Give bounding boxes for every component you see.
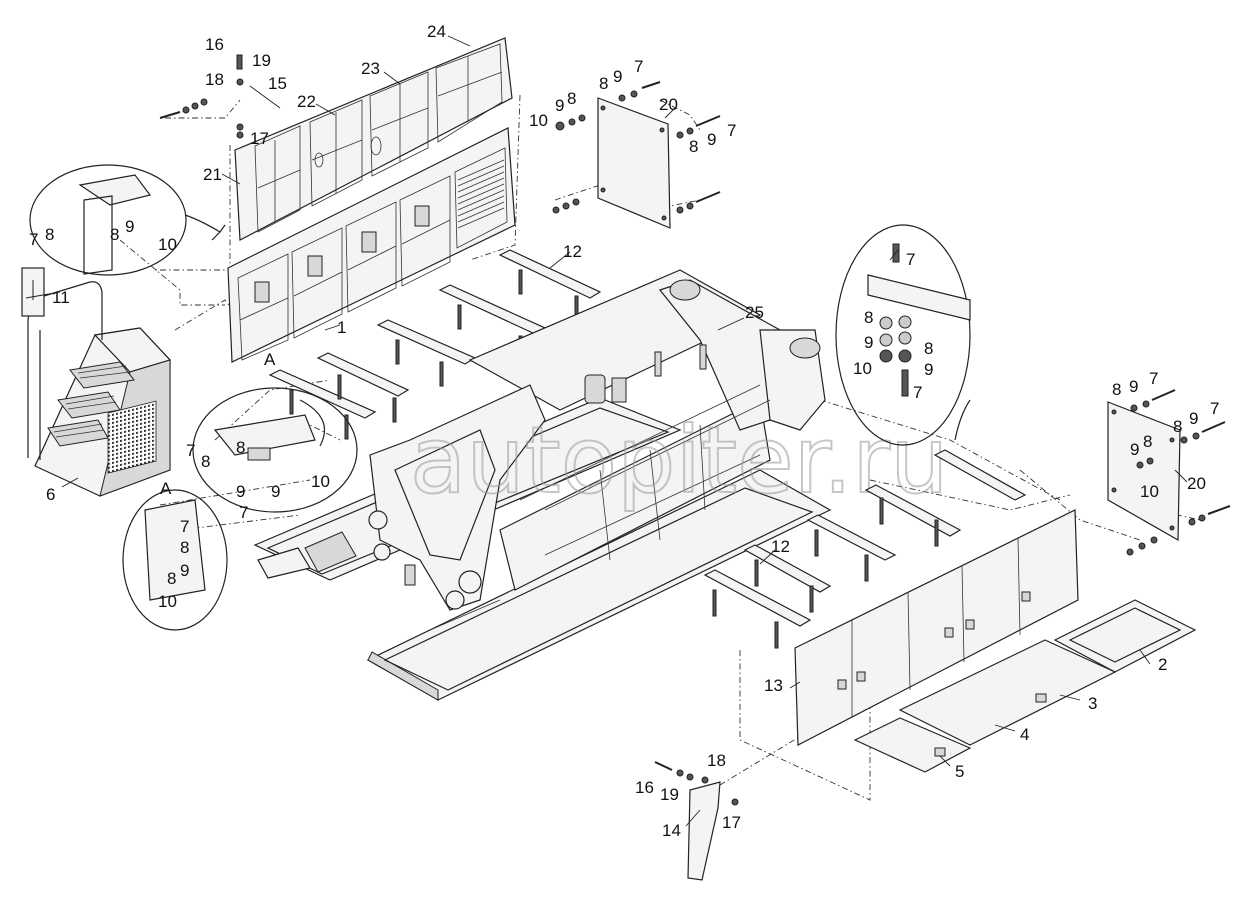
watermark-text: autopiter.ru: [410, 407, 948, 514]
callout-9: 9: [1189, 409, 1198, 428]
callout-8: 8: [45, 225, 54, 244]
callout-9: 9: [864, 333, 873, 352]
callout-8: 8: [201, 452, 210, 471]
window-panel-upper: [234, 37, 513, 241]
detail-circle-view-a: [192, 387, 358, 513]
callout-20: 20: [1187, 474, 1206, 493]
callout-8: 8: [236, 438, 245, 457]
callout-10: 10: [1140, 482, 1159, 501]
callout-9: 9: [236, 482, 245, 501]
callout-12: 12: [563, 242, 582, 261]
main-frame: [253, 269, 832, 701]
callout-3: 3: [1088, 694, 1097, 713]
callout-10: 10: [529, 111, 548, 130]
side-cover-20-right: [1107, 401, 1181, 542]
callout-8: 8: [689, 137, 698, 156]
callout-18: 18: [707, 751, 726, 770]
callout-8: 8: [167, 569, 176, 588]
callout-7: 7: [180, 517, 189, 536]
callout-9: 9: [613, 67, 622, 86]
callout-10: 10: [158, 235, 177, 254]
callout-9: 9: [707, 130, 716, 149]
callout-19: 19: [252, 51, 271, 70]
callout-7: 7: [906, 250, 915, 269]
callout-8: 8: [924, 339, 933, 358]
callout-23: 23: [361, 59, 380, 78]
callout-9: 9: [125, 217, 134, 236]
crossbeams-right: [703, 449, 1027, 627]
callout-17: 17: [250, 129, 269, 148]
rear-panel-assembly: [227, 127, 516, 363]
callout-21: 21: [203, 165, 222, 184]
callout-9: 9: [924, 360, 933, 379]
callout-8: 8: [1143, 432, 1152, 451]
bolt-columns-left: [289, 269, 579, 440]
callout-7: 7: [239, 503, 248, 522]
callout-13: 13: [764, 676, 783, 695]
callout-16: 16: [205, 35, 224, 54]
callout-8: 8: [180, 538, 189, 557]
side-cover-13: [794, 509, 1079, 746]
callout-10: 10: [853, 359, 872, 378]
callout-9: 9: [1130, 440, 1139, 459]
callout-8: 8: [599, 74, 608, 93]
callout-9: 9: [180, 561, 189, 580]
callout-20: 20: [659, 95, 678, 114]
callout-7: 7: [727, 121, 736, 140]
callout-9: 9: [1129, 377, 1138, 396]
detail-circle-right: [835, 224, 971, 446]
callout-2: 2: [1158, 655, 1167, 674]
callout-25: 25: [745, 303, 764, 322]
callout-9: 9: [555, 96, 564, 115]
callout-11: 11: [52, 288, 70, 307]
callout-8: 8: [110, 225, 119, 244]
detail-circle-upper-left: [29, 164, 226, 276]
callout-7: 7: [186, 441, 195, 460]
callout-labels: 16 19 18 15 17 22 23 24 21 7 8 8 9 10 11…: [29, 22, 1219, 840]
bracket-14: [687, 781, 721, 881]
callout-18: 18: [205, 70, 224, 89]
detail-circle-a: [122, 489, 228, 631]
crossbeams-left: [268, 249, 602, 419]
callout-8: 8: [864, 308, 873, 327]
step-ladder: [21, 267, 172, 497]
callout-15: 15: [268, 74, 287, 93]
callout-10: 10: [311, 472, 330, 491]
callout-4: 4: [1020, 725, 1029, 744]
view-marker-a: A: [264, 350, 276, 369]
callout-14: 14: [662, 821, 681, 840]
bolt-columns-right: [712, 497, 939, 649]
callout-8: 8: [567, 89, 576, 108]
callout-19: 19: [660, 785, 679, 804]
callout-7: 7: [1210, 399, 1219, 418]
callout-24: 24: [427, 22, 446, 41]
callout-1: 1: [337, 318, 346, 337]
callout-17: 17: [722, 813, 741, 832]
fasteners: [159, 54, 1231, 806]
callout-8: 8: [1112, 380, 1121, 399]
callout-10: 10: [158, 592, 177, 611]
callout-7: 7: [1149, 369, 1158, 388]
floor-plates: [853, 599, 1197, 773]
callout-16: 16: [635, 778, 654, 797]
callout-5: 5: [955, 762, 964, 781]
callout-22: 22: [297, 92, 316, 111]
callout-7: 7: [29, 230, 38, 249]
view-marker-a: A: [160, 479, 172, 498]
callout-6: 6: [46, 485, 55, 504]
leader-lines: [25, 35, 1188, 827]
callout-12: 12: [771, 537, 790, 556]
callout-7: 7: [913, 383, 922, 402]
callout-7: 7: [634, 57, 643, 76]
side-cover-20-upper: [597, 97, 671, 229]
callout-8: 8: [1173, 417, 1182, 436]
callout-9: 9: [271, 482, 280, 501]
